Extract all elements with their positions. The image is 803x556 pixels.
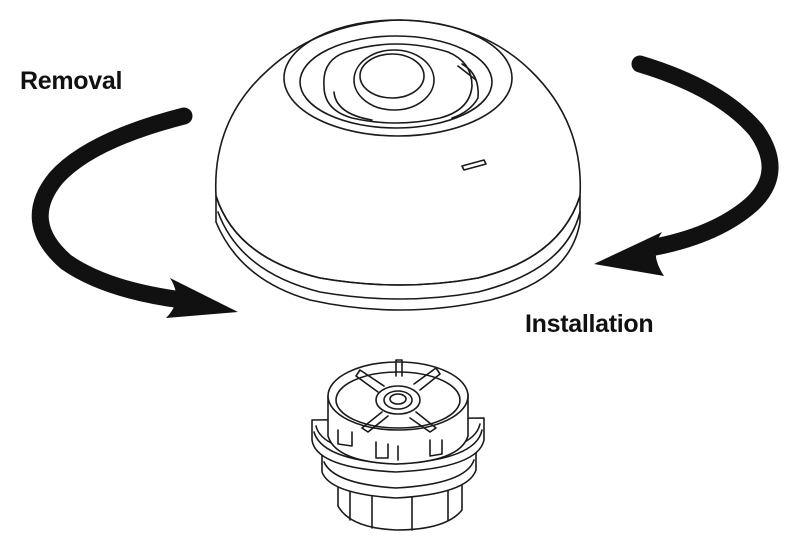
- curved-arrow-counterclockwise-icon: [31, 107, 238, 318]
- installation-label: Installation: [525, 310, 654, 338]
- base-adapter: [311, 359, 485, 531]
- dome-cover: [214, 19, 582, 311]
- curved-arrow-clockwise-icon: [594, 55, 779, 276]
- removal-label: Removal: [20, 67, 123, 95]
